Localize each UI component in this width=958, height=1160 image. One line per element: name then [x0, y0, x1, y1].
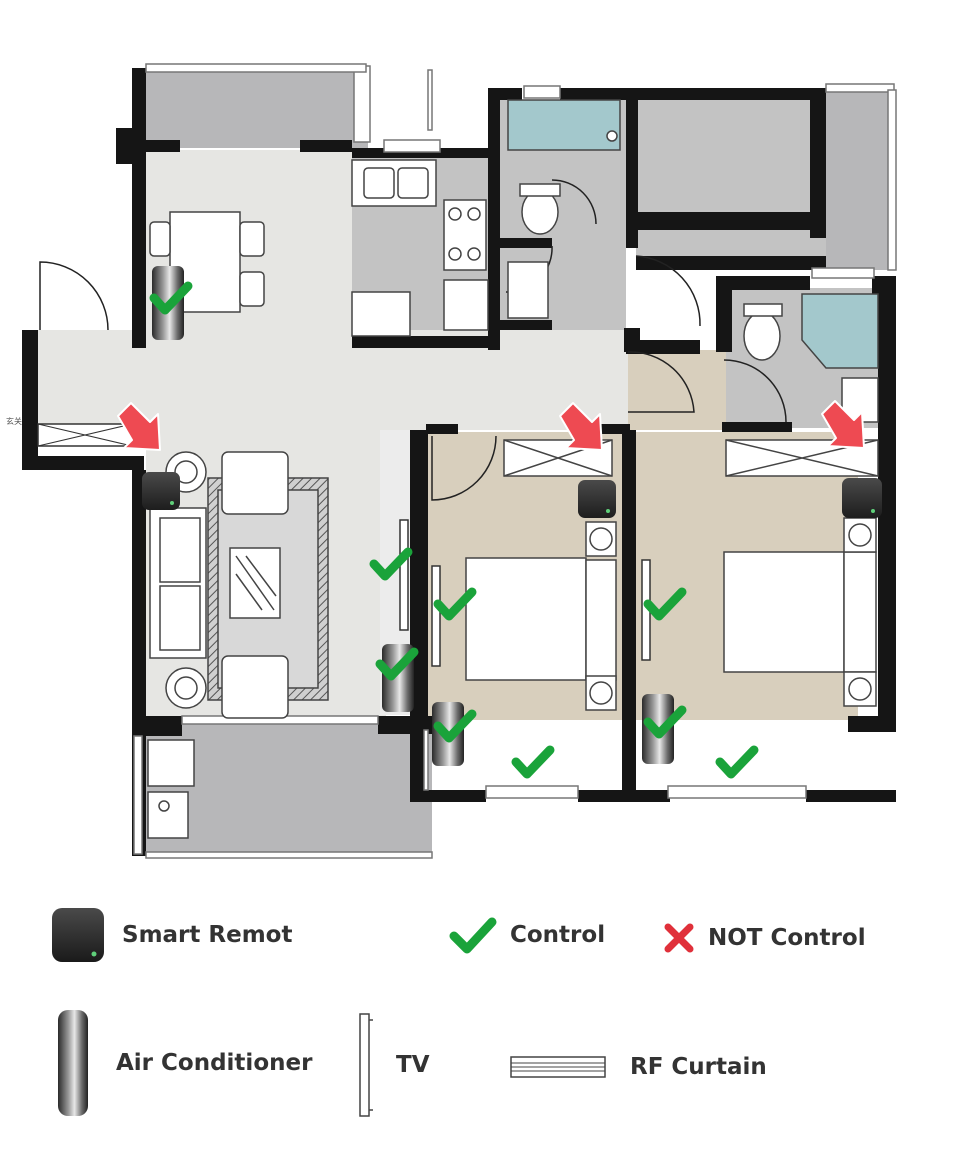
balcony-appliances [147, 739, 195, 839]
smart-remote-icon [842, 478, 882, 518]
remote-markers [142, 472, 882, 518]
check-icon [433, 709, 477, 743]
legend-air-conditioner-label: Air Conditioner [116, 1050, 313, 1076]
arrow-icon [117, 402, 161, 451]
floor-plan: 玄关 [6, 63, 897, 859]
check-icon [511, 745, 555, 779]
tv-icon [431, 565, 441, 667]
tv-icon [399, 519, 409, 631]
legend-tv: TV [358, 1012, 430, 1118]
check-icon [449, 917, 497, 954]
kitchen-counters [351, 159, 489, 337]
check-icon [149, 281, 193, 315]
legend-tv-label: TV [396, 1052, 430, 1078]
check-icon [369, 547, 413, 581]
closet-room [636, 100, 826, 270]
legend-rf-curtain-label: RF Curtain [630, 1054, 767, 1080]
entry-tag: 玄关 [6, 416, 22, 426]
check-icon [375, 647, 419, 681]
legend-smart-remote-label: Smart Remot [122, 922, 293, 948]
legend-rf-curtain: RF Curtain [510, 1054, 767, 1080]
balcony-top-left [146, 70, 368, 148]
smart-remote-icon [578, 480, 616, 518]
cross-icon [664, 923, 694, 953]
tv-icon [359, 1013, 373, 1117]
air-conditioner-icon [58, 1010, 88, 1116]
legend-not-control: NOT Control [662, 922, 866, 954]
check-markers [149, 281, 759, 779]
smart-remote-icon [52, 908, 104, 962]
legend-control: Control [448, 914, 605, 956]
walls [22, 68, 896, 856]
legend-control-label: Control [510, 922, 606, 948]
bedroom-2-furniture [723, 439, 879, 707]
balcony-top-right [826, 88, 892, 270]
rf-curtain-icon [510, 1056, 606, 1078]
arrow-icon [559, 402, 603, 451]
smart-remote-icon [142, 472, 180, 510]
arrow-icon [821, 400, 865, 449]
arrow-markers [117, 400, 865, 451]
legend-not-control-label: NOT Control [708, 925, 866, 951]
corridor-beige [628, 350, 726, 430]
bedroom-2-balcony [636, 720, 886, 785]
doors [39, 179, 787, 501]
check-icon [715, 745, 759, 779]
windows [133, 63, 897, 859]
check-icon [643, 705, 687, 739]
bathroom-1-fixtures [507, 99, 621, 319]
check-icon [433, 587, 477, 621]
legend-air-conditioner: Air Conditioner [56, 1008, 312, 1118]
living-room-furniture [149, 451, 329, 719]
legend-smart-remote: Smart Remot [50, 906, 292, 964]
check-icon [643, 587, 687, 621]
